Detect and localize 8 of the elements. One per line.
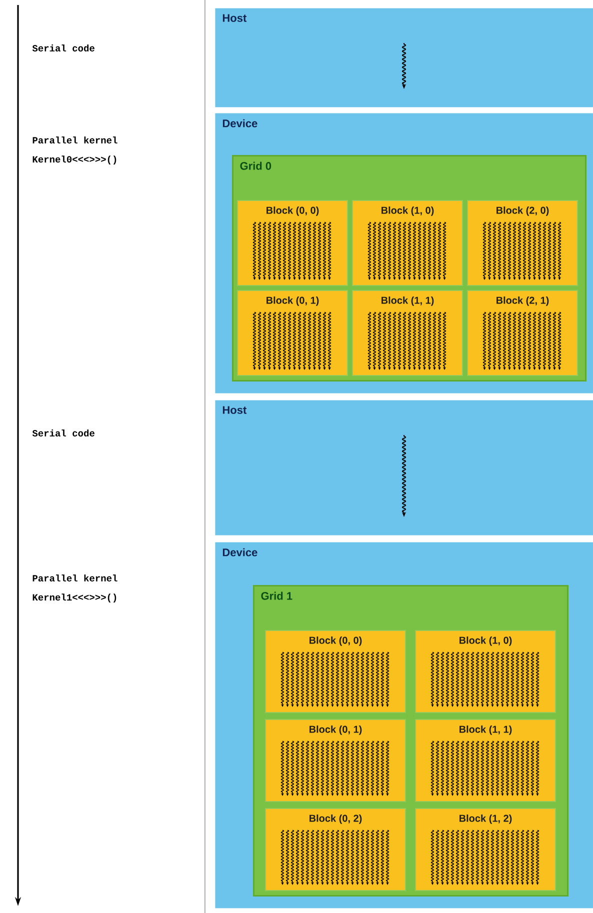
code-label: Parallel kernel [32,136,118,144]
code-label: Kernel1<<<>>>() [32,594,116,602]
code-label: Serial code [32,430,94,436]
code-label: Serial code [32,44,94,52]
code-label: Kernel0<<<>>>() [32,156,116,164]
code-label: Parallel kernel [32,574,118,582]
band: Host [215,400,593,536]
band: Host [215,8,593,108]
